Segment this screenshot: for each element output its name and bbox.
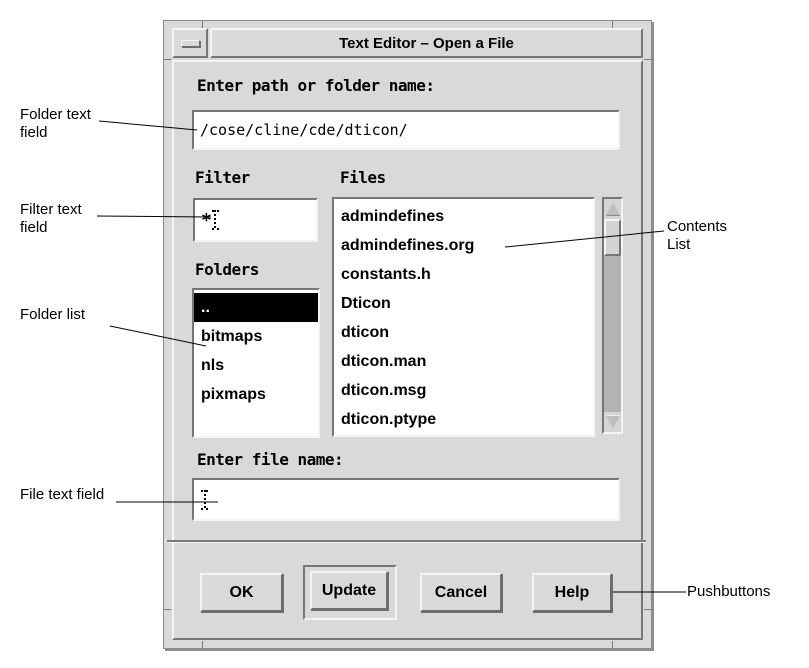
- folders-list[interactable]: .. bitmaps nls pixmaps: [192, 288, 320, 438]
- update-button[interactable]: Update: [310, 571, 388, 610]
- open-file-dialog-window: Text Editor – Open a File Enter path or …: [163, 20, 652, 649]
- scrollbar-down-button[interactable]: [604, 412, 621, 432]
- frame-tick: [612, 21, 613, 28]
- file-list-item[interactable]: dticon.man: [341, 352, 427, 370]
- folder-list-item[interactable]: nls: [201, 356, 225, 374]
- arrow-up-icon: [605, 203, 620, 215]
- cancel-button[interactable]: Cancel: [420, 573, 502, 612]
- text-cursor-icon: [210, 210, 220, 230]
- filter-input[interactable]: *: [193, 198, 318, 242]
- file-list-item[interactable]: dticon.ptype: [341, 410, 437, 428]
- window-menu-button[interactable]: [172, 28, 208, 58]
- folder-list-item[interactable]: pixmaps: [201, 385, 266, 403]
- frame-tick: [164, 59, 171, 60]
- annotation-filter-text-field: Filter text field: [20, 201, 82, 236]
- annotation-file-text-field: File text field: [20, 486, 105, 503]
- annotation-pushbuttons: Pushbuttons: [687, 583, 771, 600]
- default-button-frame: Update: [303, 565, 397, 620]
- frame-tick: [644, 609, 651, 610]
- file-list-item[interactable]: constants.h: [341, 265, 431, 283]
- folder-list-item[interactable]: bitmaps: [201, 327, 263, 345]
- folder-list-item-selected[interactable]: ..: [194, 293, 318, 322]
- action-area-separator: [167, 540, 646, 543]
- window-menu-dash-icon: [180, 39, 200, 47]
- scrollbar-thumb[interactable]: [604, 219, 621, 256]
- window-title: Text Editor – Open a File: [210, 28, 643, 58]
- folders-label: Folders: [195, 260, 259, 279]
- folder-path-value: /cose/cline/cde/dticon/: [200, 121, 408, 139]
- filter-value: *: [201, 209, 212, 231]
- files-label: Files: [340, 168, 386, 187]
- file-list-item[interactable]: dticon: [341, 323, 389, 341]
- arrow-down-icon: [605, 416, 620, 428]
- frame-tick: [202, 21, 203, 28]
- annotation-contents-list: Contents List: [667, 218, 728, 253]
- file-list-item[interactable]: admindefines.org: [341, 236, 475, 254]
- annotation-folder-text-field: Folder text field: [20, 106, 91, 141]
- file-list-item[interactable]: Dticon: [341, 294, 391, 312]
- titlebar[interactable]: Text Editor – Open a File: [172, 28, 643, 58]
- ok-button[interactable]: OK: [200, 573, 283, 612]
- frame-tick: [164, 609, 171, 610]
- file-list-item[interactable]: admindefines: [341, 207, 445, 225]
- path-label: Enter path or folder name:: [197, 76, 435, 95]
- file-list-item[interactable]: dticon.msg: [341, 381, 427, 399]
- filter-label: Filter: [195, 168, 250, 187]
- help-button[interactable]: Help: [532, 573, 612, 612]
- filename-label: Enter file name:: [197, 450, 344, 469]
- text-cursor-icon: [200, 489, 209, 510]
- frame-tick: [644, 59, 651, 60]
- files-scrollbar[interactable]: [602, 197, 623, 434]
- scrollbar-up-button[interactable]: [604, 199, 621, 219]
- folder-path-input[interactable]: /cose/cline/cde/dticon/: [192, 110, 620, 150]
- frame-tick: [202, 641, 203, 648]
- filename-input[interactable]: [192, 478, 620, 521]
- frame-tick: [612, 641, 613, 648]
- annotation-folder-list: Folder list: [20, 306, 86, 323]
- files-list[interactable]: admindefines admindefines.org constants.…: [332, 197, 595, 437]
